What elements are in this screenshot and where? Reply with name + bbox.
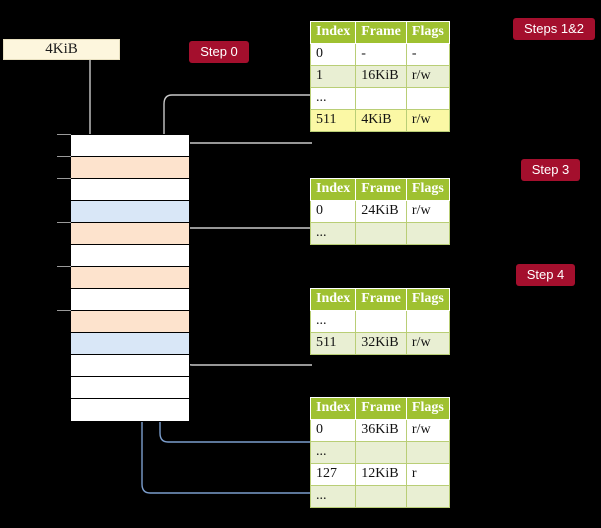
- table-row[interactable]: ...: [309, 87, 450, 110]
- memory-row-tick: [57, 222, 71, 223]
- memory-row-tick: [57, 310, 71, 311]
- table-cell-index: 0: [309, 43, 357, 66]
- table-cell-flags: r/w: [405, 109, 450, 132]
- table-cell-flags: [405, 87, 450, 110]
- table-row[interactable]: ...: [309, 441, 450, 464]
- label-step-0: Step 0: [189, 41, 249, 63]
- table-cell-frame: [355, 87, 407, 110]
- column-header-frame: Frame: [355, 288, 407, 311]
- table-cell-flags: r/w: [405, 65, 450, 88]
- table-cell-index: 1: [309, 65, 357, 88]
- label-step-4: Step 4: [516, 264, 575, 286]
- table-cell-frame: [355, 310, 407, 333]
- table-cell-index: ...: [309, 222, 357, 245]
- physical-memory-column: [57, 134, 190, 422]
- table-cell-frame: -: [355, 43, 407, 66]
- column-header-index: Index: [309, 288, 357, 311]
- column-header-index: Index: [309, 21, 357, 44]
- table-cell-index: 127: [309, 463, 357, 486]
- table-row[interactable]: ...: [309, 310, 450, 333]
- column-header-frame: Frame: [355, 21, 407, 44]
- table-cell-flags: [405, 441, 450, 464]
- virtual-address-box: 4KiB: [3, 39, 120, 60]
- memory-frame-row: [57, 310, 189, 333]
- table-cell-frame: [355, 222, 407, 245]
- memory-row-tick: [57, 134, 71, 135]
- column-header-flags: Flags: [405, 21, 450, 44]
- column-header-frame: Frame: [355, 178, 407, 201]
- memory-frame-row: [71, 289, 189, 311]
- table-cell-index: 511: [309, 109, 357, 132]
- table-row[interactable]: ...: [309, 222, 450, 245]
- column-header-index: Index: [309, 178, 357, 201]
- table-cell-flags: r/w: [405, 332, 450, 355]
- column-header-flags: Flags: [405, 397, 450, 420]
- table-cell-frame: 12KiB: [355, 463, 407, 486]
- memory-frame-row: [57, 156, 189, 179]
- column-header-index: Index: [309, 397, 357, 420]
- memory-row-tick: [57, 266, 71, 267]
- memory-frame-row: [71, 201, 189, 223]
- memory-frame-row: [71, 245, 189, 267]
- table-cell-flags: r: [405, 463, 450, 486]
- virtual-address-value: 4KiB: [45, 41, 78, 57]
- table-cell-frame: 36KiB: [355, 419, 407, 442]
- table-cell-index: ...: [309, 310, 357, 333]
- table-cell-frame: 24KiB: [355, 200, 407, 223]
- table-cell-flags: [405, 310, 450, 333]
- table-cell-index: 511: [309, 332, 357, 355]
- memory-row-tick: [57, 156, 71, 157]
- table-cell-index: 0: [309, 200, 357, 223]
- table-cell-frame: 4KiB: [355, 109, 407, 132]
- memory-frame-row: [57, 178, 189, 201]
- table-cell-flags: -: [405, 43, 450, 66]
- label-step-3: Step 3: [521, 159, 580, 181]
- table-cell-index: ...: [309, 87, 357, 110]
- table-row[interactable]: 0--: [309, 43, 450, 66]
- column-header-frame: Frame: [355, 397, 407, 420]
- table-cell-flags: [405, 222, 450, 245]
- table-cell-frame: [355, 441, 407, 464]
- memory-frame-row: [71, 355, 189, 377]
- memory-frame-row: [57, 266, 189, 289]
- table-cell-flags: r/w: [405, 419, 450, 442]
- table-cell-frame: 32KiB: [355, 332, 407, 355]
- table-cell-frame: 16KiB: [355, 65, 407, 88]
- table-cell-index: ...: [309, 485, 357, 508]
- table-cell-flags: [405, 485, 450, 508]
- table-row[interactable]: ...: [309, 485, 450, 508]
- label-steps-1-2: Steps 1&2: [513, 18, 595, 40]
- memory-frame-row: [57, 222, 189, 245]
- table-cell-index: 0: [309, 419, 357, 442]
- column-header-flags: Flags: [405, 288, 450, 311]
- memory-frame-row: [71, 377, 189, 399]
- memory-row-tick: [57, 178, 71, 179]
- memory-frame-row: [71, 399, 189, 421]
- table-cell-flags: r/w: [405, 200, 450, 223]
- column-header-flags: Flags: [405, 178, 450, 201]
- memory-frame-row: [57, 134, 189, 157]
- memory-frame-row: [71, 333, 189, 355]
- table-cell-frame: [355, 485, 407, 508]
- table-cell-index: ...: [309, 441, 357, 464]
